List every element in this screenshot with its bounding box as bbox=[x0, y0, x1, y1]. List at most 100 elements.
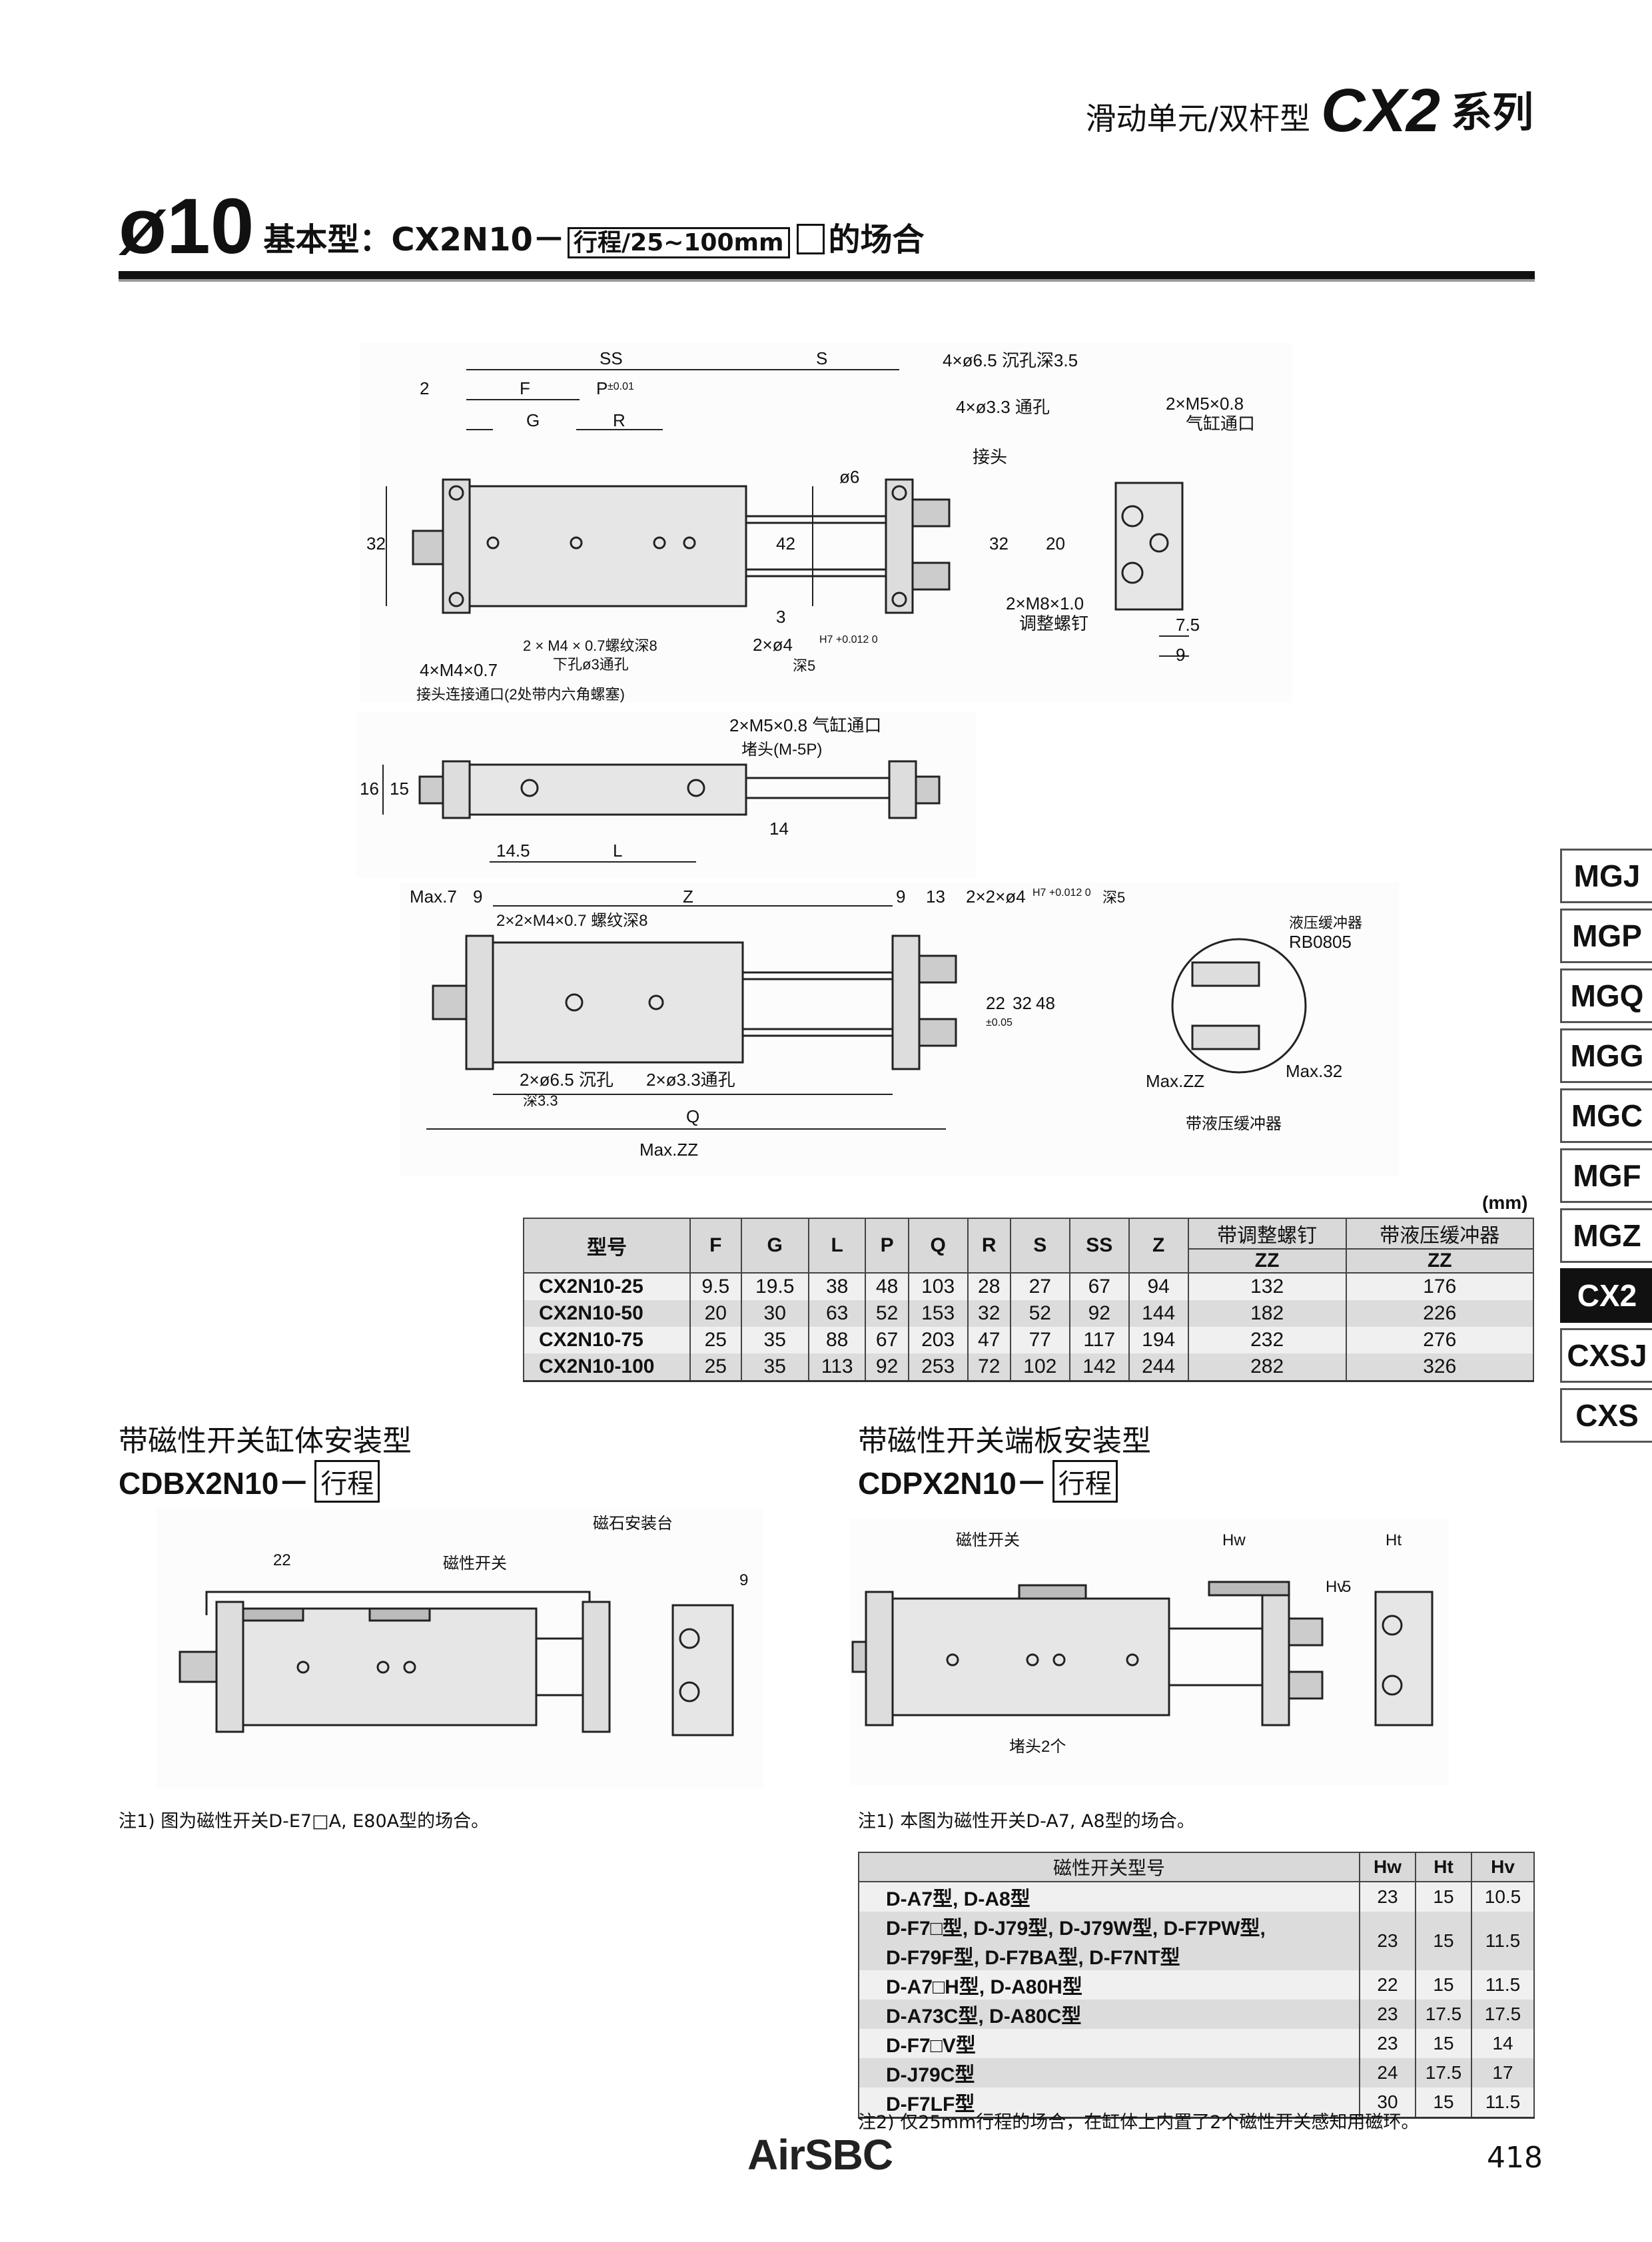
dim-h22: 22 bbox=[986, 993, 1005, 1013]
tab-mgj[interactable]: MGJ bbox=[1560, 849, 1652, 903]
dim-22: 22 bbox=[273, 1551, 291, 1569]
row-value: 35 bbox=[740, 1327, 809, 1353]
row-model: CX2N10-100 bbox=[523, 1353, 691, 1381]
dim-f: F bbox=[520, 378, 530, 398]
col-hw: Hw bbox=[1359, 1852, 1416, 1882]
title-rule-shadow bbox=[119, 279, 1535, 282]
title-prefix: 基本型：CX2N10－ bbox=[263, 221, 565, 259]
switch-model-line1: D-J79C型 bbox=[886, 2064, 975, 2086]
tab-mgg[interactable]: MGG bbox=[1560, 1028, 1652, 1083]
series-suffix: 系列 bbox=[1450, 88, 1533, 137]
callout-switch-r: 磁性开关 bbox=[956, 1531, 1020, 1549]
col-f: F bbox=[689, 1218, 742, 1274]
dim-ss: SS bbox=[600, 348, 623, 368]
row-value: 52 bbox=[865, 1300, 909, 1327]
callout-rb0805: RB0805 bbox=[1289, 932, 1352, 952]
callout-cbore2: 2×ø6.5 沉孔 bbox=[520, 1070, 614, 1090]
row-value: 276 bbox=[1345, 1327, 1535, 1353]
dim-h15: 15 bbox=[390, 779, 409, 799]
callout-pilot-hole: 下孔ø3通孔 bbox=[553, 656, 629, 673]
row-value: 35 bbox=[740, 1353, 809, 1381]
tab-cxs[interactable]: CXS bbox=[1560, 1388, 1652, 1443]
switch-ht: 17.5 bbox=[1415, 2058, 1472, 2087]
right-variant-heading: 带磁性开关端板安装型 CDPX2N10－ 行程 bbox=[858, 1423, 1151, 1503]
switch-model-line1: D-A73C型, D-A80C型 bbox=[886, 2006, 1082, 2028]
tab-cxsj[interactable]: CXSJ bbox=[1560, 1328, 1652, 1383]
tab-mgc[interactable]: MGC bbox=[1560, 1088, 1652, 1143]
dim-q: Q bbox=[686, 1106, 699, 1126]
left-variant-model: CDBX2N10－ 行程 bbox=[119, 1459, 412, 1503]
callout-cbore2-depth: 深3.3 bbox=[523, 1092, 558, 1109]
dim-h48: 48 bbox=[1036, 993, 1055, 1013]
switch-model: D-F7LF型 bbox=[858, 2087, 1360, 2118]
callout-thru2: 2×ø3.3通孔 bbox=[646, 1070, 735, 1090]
switch-ht: 15 bbox=[1415, 2087, 1472, 2118]
switch-model-line1: D-F7□型, D-J79型, D-J79W型, D-F7PW型, bbox=[886, 1918, 1266, 1940]
col-ss: SS bbox=[1068, 1218, 1130, 1274]
row-value: 226 bbox=[1345, 1300, 1535, 1327]
dim-h16: 16 bbox=[360, 779, 379, 799]
detail-caption: 带液压缓冲器 bbox=[1186, 1115, 1282, 1133]
switch-model-line1: D-F7LF型 bbox=[886, 2093, 975, 2115]
callout-port-label: 气缸通口 bbox=[1186, 414, 1255, 434]
switch-hw: 23 bbox=[1359, 1912, 1416, 1970]
left-variant-model-text: CDBX2N10－ bbox=[119, 1466, 310, 1501]
callout-adjust-thread: 2×M8×1.0 bbox=[1006, 593, 1084, 613]
row-value: 194 bbox=[1128, 1327, 1189, 1353]
switch-model-line1: D-A7□H型, D-A80H型 bbox=[886, 1976, 1082, 1998]
callout-port: 2×M5×0.8 bbox=[1166, 394, 1244, 414]
switch-hv: 10.5 bbox=[1471, 1882, 1535, 1912]
col-r: R bbox=[967, 1218, 1011, 1274]
dim-max-zz: Max.ZZ bbox=[639, 1140, 698, 1160]
callout-pin-holes: 2×2×ø4 bbox=[966, 887, 1026, 907]
callout-pin-hole: 2×ø4 bbox=[753, 635, 793, 655]
empty-box bbox=[796, 224, 825, 255]
col-z: Z bbox=[1128, 1218, 1189, 1274]
right-variant-model: CDPX2N10－ 行程 bbox=[858, 1459, 1151, 1503]
dim-max32: Max.32 bbox=[1286, 1061, 1342, 1081]
dim-g: G bbox=[526, 410, 540, 430]
dim-h3: 3 bbox=[776, 607, 785, 627]
switch-hv: 11.5 bbox=[1471, 1970, 1535, 2000]
switch-model-line1: D-A7型, D-A8型 bbox=[886, 1888, 1031, 1910]
row-value: 67 bbox=[1068, 1273, 1130, 1300]
switch-hv: 14 bbox=[1471, 2029, 1535, 2058]
tab-cx2[interactable]: CX2 bbox=[1560, 1268, 1652, 1323]
dim-9a: 9 bbox=[473, 887, 482, 907]
switch-hv: 17.5 bbox=[1471, 2000, 1535, 2029]
row-value: 282 bbox=[1187, 1353, 1347, 1381]
dimension-table: 型号 F G L P Q R S SS Z 带调整螺钉 带液压缓冲器 ZZ ZZ… bbox=[523, 1218, 1535, 1382]
switch-ht: 17.5 bbox=[1415, 2000, 1472, 2029]
row-value: 19.5 bbox=[740, 1273, 809, 1300]
series-model: CX2 bbox=[1321, 77, 1440, 145]
callout-thread-depth: 2 × M4 × 0.7螺纹深8 bbox=[523, 637, 657, 654]
dim-p: P bbox=[596, 378, 608, 398]
row-value: 132 bbox=[1187, 1273, 1347, 1300]
tab-mgz[interactable]: MGZ bbox=[1560, 1208, 1652, 1263]
row-model: CX2N10-25 bbox=[523, 1273, 691, 1300]
switch-hw: 23 bbox=[1359, 1882, 1416, 1912]
dim-2: 2 bbox=[420, 378, 429, 398]
tab-mgp[interactable]: MGP bbox=[1560, 909, 1652, 963]
switch-hw: 22 bbox=[1359, 1970, 1416, 2000]
switch-model-line2: D-F79F型, D-F7BA型, D-F7NT型 bbox=[886, 1947, 1180, 1969]
row-value: 232 bbox=[1187, 1327, 1347, 1353]
right-variant-note: 注1) 本图为磁性开关D-A7, A8型的场合。 bbox=[858, 1811, 1195, 1832]
tab-mgf[interactable]: MGF bbox=[1560, 1148, 1652, 1203]
switch-ht: 15 bbox=[1415, 1912, 1472, 1970]
dim-p-tol: ±0.01 bbox=[608, 381, 634, 392]
row-value: 9.5 bbox=[689, 1273, 742, 1300]
title-rule bbox=[119, 271, 1535, 279]
switch-ht: 15 bbox=[1415, 1882, 1472, 1912]
dim-h32b: 32 bbox=[989, 534, 1009, 554]
tab-mgq[interactable]: MGQ bbox=[1560, 968, 1652, 1023]
switch-ht: 15 bbox=[1415, 2029, 1472, 2058]
row-value: 94 bbox=[1128, 1273, 1189, 1300]
callout-pin-depth: 深5 bbox=[793, 657, 815, 674]
